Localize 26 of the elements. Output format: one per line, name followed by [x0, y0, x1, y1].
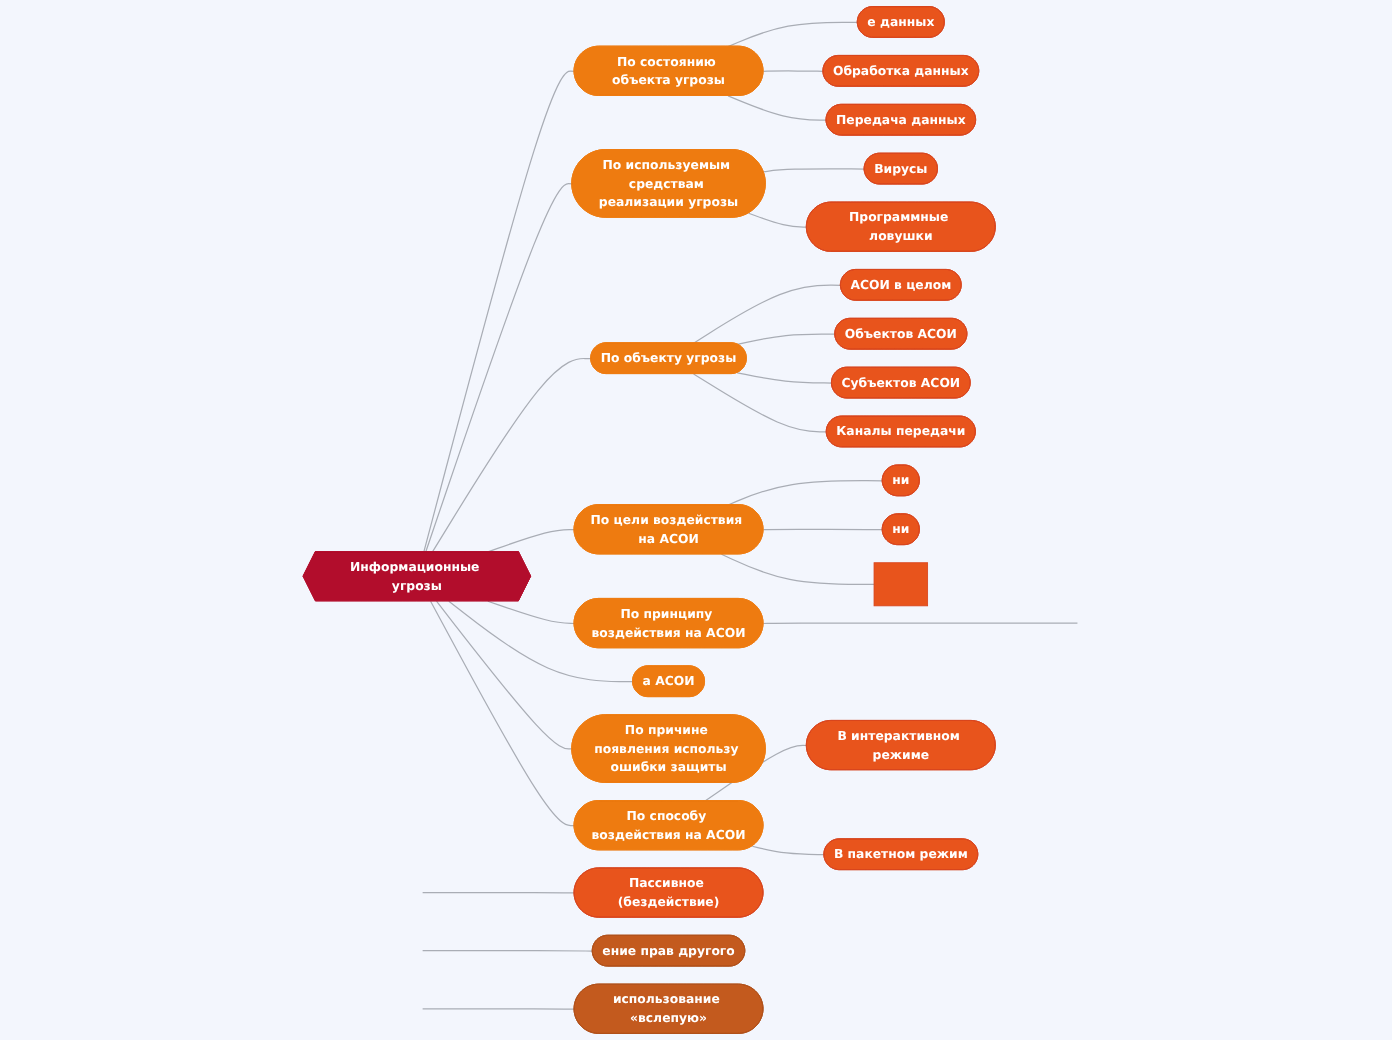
- connector-line: [692, 284, 842, 344]
- connector-line: [720, 553, 875, 585]
- connector-line: [727, 21, 859, 48]
- connector-line: [762, 168, 866, 173]
- topic-box: [873, 562, 929, 607]
- connector-line: [727, 95, 828, 121]
- connector-line: [692, 373, 828, 433]
- connector-line: [487, 600, 576, 625]
- connector-line: [762, 70, 824, 72]
- connector-line: [751, 845, 825, 856]
- connector-line: [425, 183, 573, 553]
- connector-line: [429, 600, 576, 827]
- connector-line: [762, 622, 1079, 625]
- connector-line: [736, 372, 833, 384]
- connector-line: [487, 528, 576, 553]
- connector-line: [423, 70, 576, 553]
- connector-line: [422, 891, 576, 894]
- connector-line: [422, 1008, 576, 1010]
- connector-line: [435, 600, 573, 750]
- connector-line: [762, 528, 884, 531]
- connector-line: [422, 950, 594, 952]
- connector-line: [748, 212, 808, 228]
- connector-line: [736, 333, 836, 345]
- connector-line: [727, 480, 884, 506]
- connector-line: [448, 600, 634, 683]
- connector-line: [431, 357, 592, 553]
